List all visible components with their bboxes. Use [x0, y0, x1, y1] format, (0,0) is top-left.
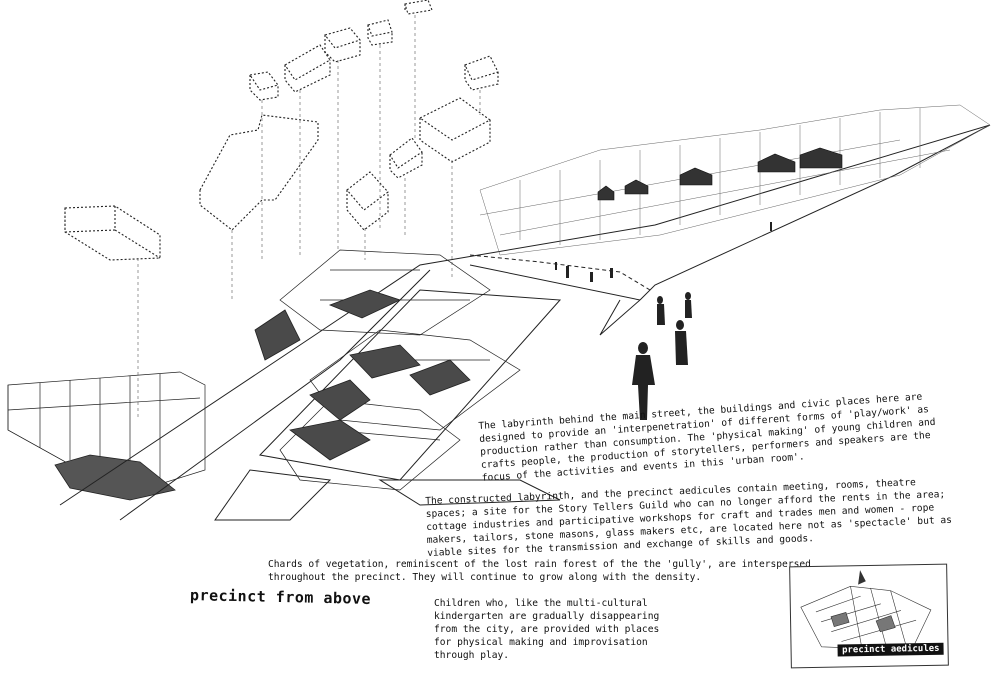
- far-structures: [479, 104, 991, 256]
- projection-lines: [137, 15, 481, 420]
- paragraph-children: Children who, like the multi-cultural ki…: [434, 598, 660, 661]
- courtyards: [254, 289, 471, 461]
- pedestrians: [555, 222, 772, 420]
- paragraph-vegetation: Chards of vegetation, reminiscent of the…: [268, 559, 811, 583]
- houses: [597, 147, 843, 201]
- drawing-title: precinct from above: [189, 586, 372, 608]
- inset-map: precinct aedicules: [789, 563, 949, 669]
- path-dashes: [469, 254, 651, 291]
- inset-plan: [800, 570, 932, 651]
- inset-label: precinct aedicules: [837, 642, 944, 657]
- streets: [59, 124, 991, 521]
- floating-volumes: [64, 0, 499, 261]
